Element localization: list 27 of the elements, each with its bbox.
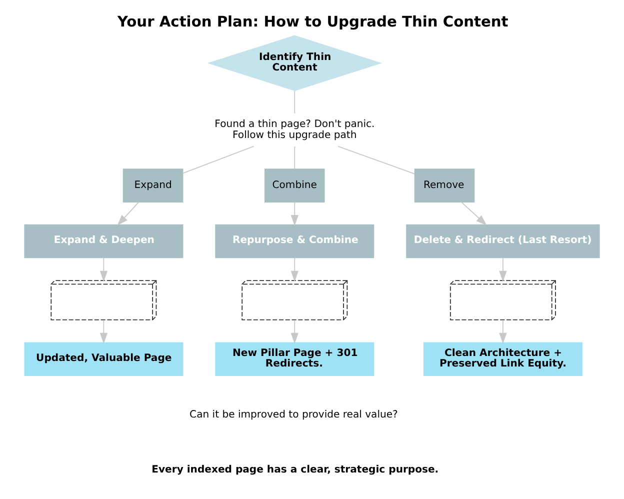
node-box: Remove xyxy=(414,168,475,202)
arrow xyxy=(290,320,298,344)
arrow xyxy=(499,257,507,282)
node-box: Delete & Redirect (Last Resort) xyxy=(406,224,600,258)
connector xyxy=(294,146,296,170)
label: Can it be improved to provide real value? xyxy=(190,409,398,420)
arrow xyxy=(290,257,298,282)
node-box: Expand xyxy=(122,168,184,202)
connector xyxy=(294,90,296,114)
arrow xyxy=(290,202,298,226)
connector xyxy=(338,146,416,174)
arrow xyxy=(100,257,108,282)
arrow xyxy=(117,202,140,226)
connector xyxy=(182,146,254,174)
node-box: Combine xyxy=(264,168,325,202)
arrow xyxy=(460,202,487,226)
node-box: New Pillar Page + 301 Redirects. xyxy=(215,342,374,376)
node-box: Repurpose & Combine xyxy=(215,224,374,258)
node-box: Clean Architecture + Preserved Link Equity. xyxy=(423,342,582,376)
arrow xyxy=(499,320,507,344)
label: Every indexed page has a clear, strategic purpose. xyxy=(152,464,439,476)
node-box: Updated, Valuable Page xyxy=(24,342,184,376)
node-text: Found a thin page? Don't panic. Follow this upgrade path xyxy=(214,118,375,141)
diagram-title: Your Action Plan: How to Upgrade Thin Content xyxy=(117,13,508,30)
node-diamond: Identify Thin Content xyxy=(207,35,382,91)
arrow xyxy=(100,320,108,344)
node-box: Expand & Deepen xyxy=(24,224,184,258)
